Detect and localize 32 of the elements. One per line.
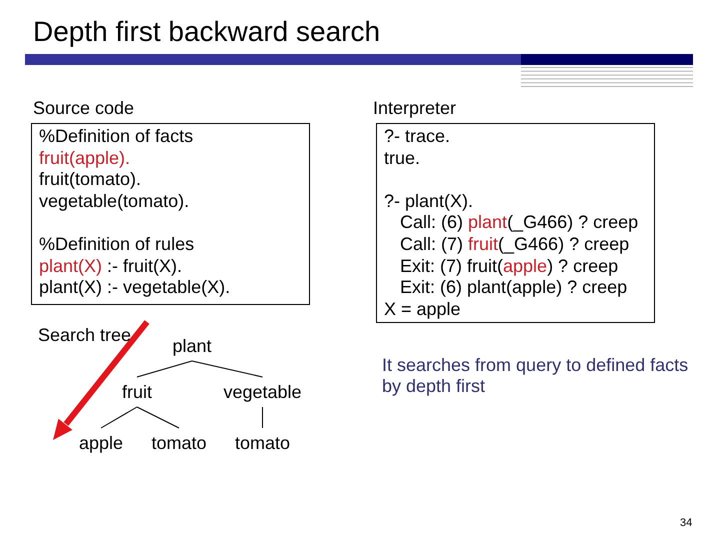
tree-edge <box>192 360 263 378</box>
console-line: ?- plant(X). <box>384 190 474 212</box>
code-line: vegetable(tomato). <box>39 190 190 212</box>
tree-node-label: apple <box>78 428 124 458</box>
code-line: %Definition of facts <box>39 126 194 148</box>
tree-heading: Search tree <box>38 324 132 346</box>
console-line: X = apple <box>384 298 462 320</box>
tree-node-label: tomato <box>234 428 290 458</box>
tree-edge <box>136 406 180 428</box>
tree-node-label: tomato <box>151 428 207 458</box>
tree-node-label: vegetable <box>223 377 302 407</box>
console-line: ?- trace. <box>384 126 452 148</box>
tree-node-label: plant <box>172 331 212 361</box>
code-line: fruit(tomato). <box>39 169 142 191</box>
console-line: Call: (7) fruit(_G466) ? creep <box>399 234 630 256</box>
code-line: %Definition of rules <box>39 234 196 256</box>
console-line: Exit: (7) fruit(apple) ? creep <box>399 256 620 278</box>
console-line: true. <box>384 148 422 170</box>
tree-edge <box>136 360 192 378</box>
code-line: fruit(apple). <box>39 148 132 170</box>
panel-heading: Interpreter <box>373 97 456 119</box>
tree-edge <box>100 406 138 428</box>
page-number: 34 <box>680 516 692 530</box>
tree-edge <box>262 406 263 428</box>
code-line: plant(X) :- fruit(X). <box>39 256 184 278</box>
console-line: Call: (6) plant(_G466) ? creep <box>399 212 640 234</box>
note-text: It searches from query to defined facts by depth first <box>382 355 690 397</box>
console-line: Exit: (6) plant(apple) ? creep <box>399 277 628 299</box>
tree-node-label: fruit <box>122 377 152 407</box>
panel-heading: Source code <box>33 97 134 119</box>
code-line: plant(X) :- vegetable(X). <box>39 277 232 299</box>
slide-title: Depth first backward search <box>33 16 380 48</box>
